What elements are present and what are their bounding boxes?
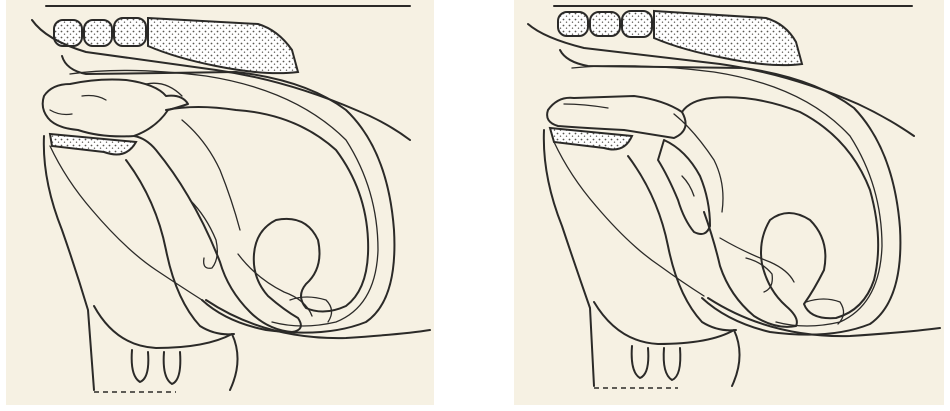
vertebra	[558, 12, 588, 36]
birth-canal-inner	[50, 146, 202, 300]
teat-right	[664, 348, 681, 380]
calf-body	[134, 107, 368, 332]
sacrum	[148, 18, 298, 73]
calf-hoof-line	[564, 104, 608, 108]
calf-foreleg	[190, 200, 217, 268]
calf-eye	[82, 96, 106, 101]
calf-head-back-presentation-drawing	[514, 0, 944, 405]
teat-left	[632, 346, 649, 378]
fetal-membrane-line	[572, 66, 882, 326]
vertebra	[114, 18, 146, 46]
birth-canal-inner	[554, 142, 704, 296]
vertebra	[622, 11, 652, 37]
diagram-panel-right	[514, 0, 944, 405]
calf-hoof	[806, 299, 844, 324]
calf-body	[682, 97, 878, 327]
vertebra	[84, 20, 112, 46]
teat-left	[132, 350, 149, 382]
uterus-outline	[62, 56, 394, 333]
calf-hock	[746, 258, 772, 292]
spine-vertebrae	[558, 11, 802, 65]
calf-head-turned-back	[658, 140, 710, 234]
calf-foreleg-line	[182, 120, 240, 230]
calf-leg-inner	[674, 114, 723, 212]
calf-mouth	[50, 110, 72, 115]
calf-hindleg	[238, 254, 312, 316]
vertebra	[590, 12, 620, 36]
calf-head	[43, 80, 188, 137]
uterus-outline	[560, 50, 900, 335]
birth-canal-front	[44, 136, 94, 390]
diagram-panel-left	[6, 0, 434, 405]
calf-hindleg	[720, 238, 794, 282]
calf-head-presentation-drawing	[6, 0, 434, 405]
teat-right	[164, 352, 181, 384]
calf-eye	[682, 176, 694, 196]
sacrum	[654, 11, 802, 65]
pubis-bone	[550, 128, 632, 150]
